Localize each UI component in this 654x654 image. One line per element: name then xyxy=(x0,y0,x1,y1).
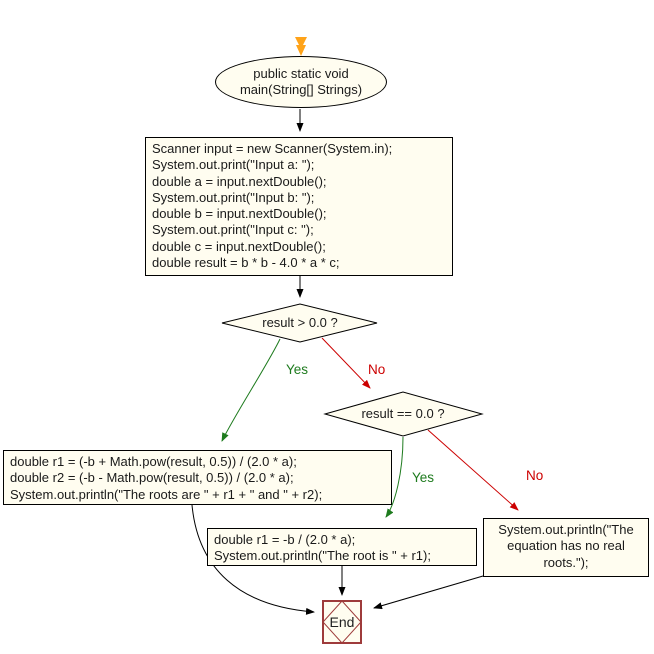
one-root-node: double r1 = -b / (2.0 * a); System.out.p… xyxy=(207,528,477,566)
edge-decision2-yes xyxy=(385,436,404,518)
code-line: double result = b * b - 4.0 * a * c; xyxy=(152,255,340,271)
decision2-yes-label: Yes xyxy=(412,470,435,485)
code-text: System.out.println("The equation has no … xyxy=(498,522,634,570)
decision1-yes-label: Yes xyxy=(286,362,309,377)
decision1-no-label: No xyxy=(368,362,386,377)
no-real-roots-node: System.out.println("The equation has no … xyxy=(483,518,649,577)
code-line: double r2 = (-b - Math.pow(result, 0.5))… xyxy=(10,470,294,486)
start-node-label: public static void main(String[] Strings… xyxy=(239,66,363,97)
code-line: double b = input.nextDouble(); xyxy=(152,206,327,222)
code-line: double r1 = -b / (2.0 * a); xyxy=(214,532,356,547)
edge-decision2-no xyxy=(427,429,519,511)
decision-result-positive-shape xyxy=(221,303,378,343)
start-arrow-icon xyxy=(295,37,307,56)
edge-decision1-no xyxy=(321,337,371,389)
code-line: Scanner input = new Scanner(System.in); xyxy=(152,141,393,156)
start-node: public static void main(String[] Strings… xyxy=(215,56,387,108)
edge-noroots-to-end xyxy=(373,575,484,610)
code-line: System.out.println("The root is " + r1); xyxy=(214,548,431,564)
code-line: System.out.println("The roots are " + r1… xyxy=(10,486,323,502)
end-node-diamond xyxy=(322,600,362,644)
code-line: double c = input.nextDouble(); xyxy=(152,238,326,254)
code-line: double r1 = (-b + Math.pow(result, 0.5))… xyxy=(10,454,297,469)
decision2-no-label: No xyxy=(526,468,544,483)
decision-result-zero-shape xyxy=(323,391,484,437)
two-roots-node: double r1 = (-b + Math.pow(result, 0.5))… xyxy=(3,450,392,505)
code-line: System.out.print("Input b: "); xyxy=(152,189,315,205)
edge-tworoots-to-end xyxy=(191,504,315,615)
decision1-condition: result > 0.0 ? xyxy=(262,315,338,330)
code-line: System.out.print("Input c: "); xyxy=(152,222,314,238)
code-line: double a = input.nextDouble(); xyxy=(152,173,327,189)
end-node-label: End xyxy=(329,614,355,630)
edge-decision1-yes xyxy=(221,338,281,442)
code-line: System.out.print("Input a: "); xyxy=(152,157,315,173)
declarations-node: Scanner input = new Scanner(System.in); … xyxy=(145,137,453,276)
decision2-condition: result == 0.0 ? xyxy=(361,406,445,421)
